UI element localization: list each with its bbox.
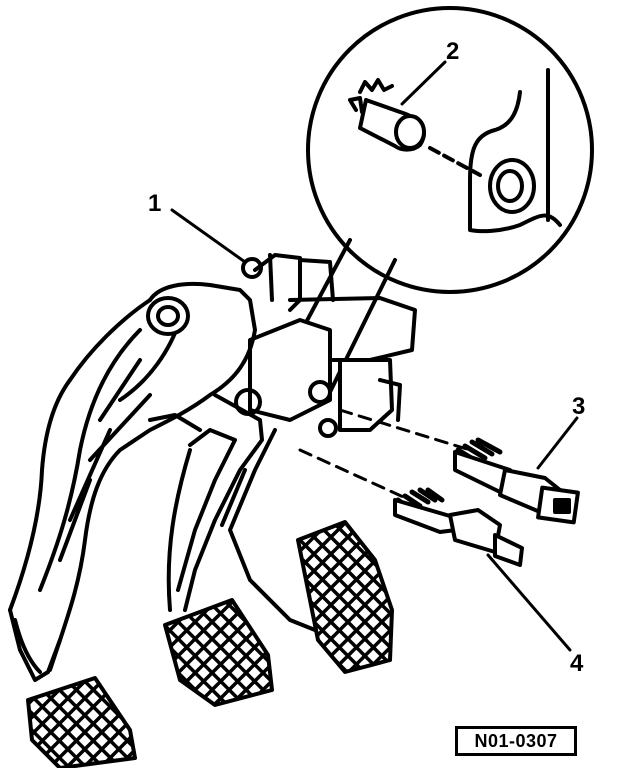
detail-view-circle	[260, 6, 594, 407]
reference-code-label: N01-0307	[455, 726, 577, 756]
clutch-pedal-pad	[26, 676, 137, 768]
callout-1-leader	[170, 208, 247, 264]
callout-label-4: 4	[570, 650, 584, 677]
clutch-pedal	[8, 281, 257, 682]
clip-part	[348, 78, 426, 152]
callout-label-1: 1	[148, 190, 162, 217]
callout-label-3: 3	[572, 393, 586, 420]
brake-pedal-pad	[163, 598, 274, 707]
brake-pedal	[148, 393, 264, 612]
accelerator-pedal	[220, 428, 317, 632]
callout-4-leader	[486, 553, 572, 652]
callout-2-leader	[400, 60, 447, 106]
clutch-pedal-switch	[393, 487, 524, 567]
callout-3-leader	[536, 416, 579, 470]
accelerator-pedal-pad	[296, 520, 394, 674]
pedal-bracket	[234, 253, 417, 438]
callout-label-2: 2	[446, 38, 460, 65]
brake-light-switch	[453, 437, 580, 525]
